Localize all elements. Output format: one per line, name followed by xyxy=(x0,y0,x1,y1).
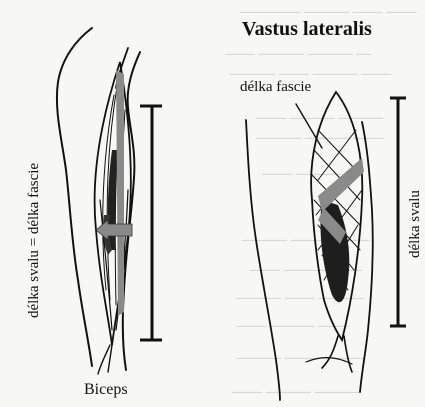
biceps-fascia-strip xyxy=(116,70,124,316)
right-length-axis-label: délka svalu xyxy=(407,190,424,258)
figure-title: Vastus lateralis xyxy=(242,18,372,41)
fascia-length-label: délka fascie xyxy=(240,79,311,96)
vastus-figure xyxy=(246,92,373,400)
limb-outline-left xyxy=(57,28,92,366)
biceps-figure xyxy=(57,28,140,374)
biceps-length-bar xyxy=(140,106,162,340)
vastus-fascia-band-upper xyxy=(318,158,364,212)
left-length-axis-label: délka svalu = délka fascie xyxy=(26,163,43,318)
vastus-limb-left xyxy=(246,120,280,400)
fascia-pointer-line xyxy=(296,104,322,148)
vastus-length-bar xyxy=(390,98,406,326)
biceps-label: Biceps xyxy=(84,381,128,399)
